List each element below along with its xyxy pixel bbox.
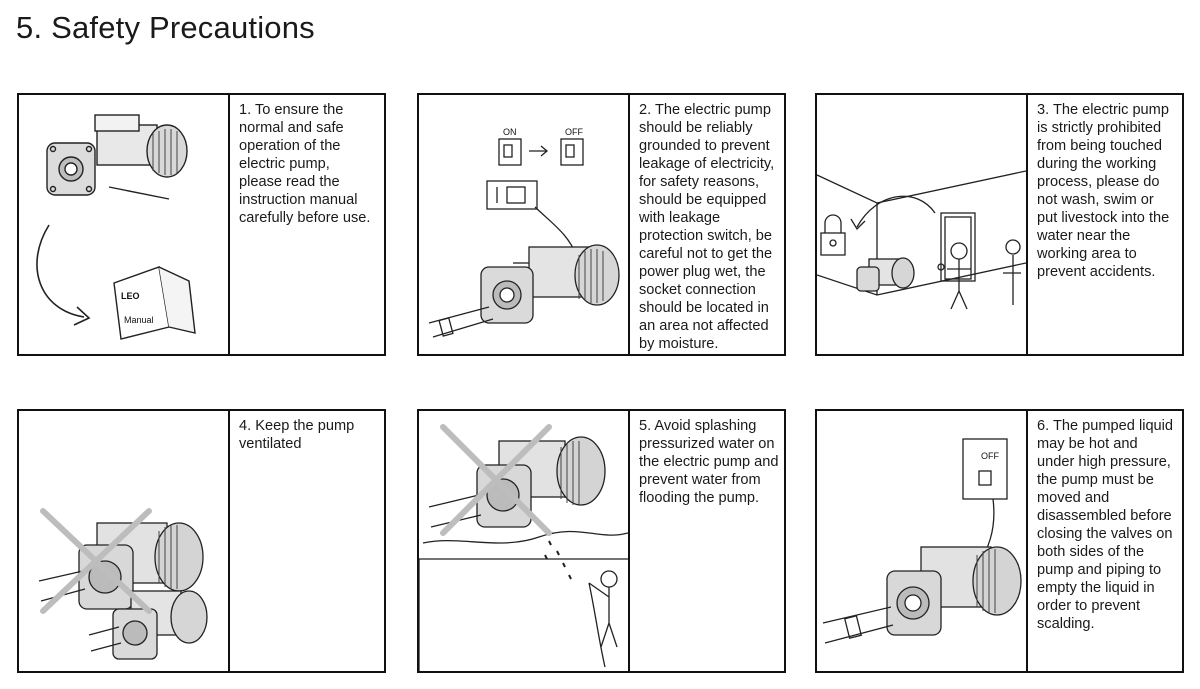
precaution-text-5: 5. Avoid splashing pressurized water on … — [639, 418, 779, 506]
manual-brand-text: LEO — [121, 291, 140, 301]
pump-and-manual-icon: LEO Manual — [19, 95, 230, 354]
precaution-text-6: 6. The pumped liquid may be hot and unde… — [1037, 418, 1174, 632]
precaution-panel-6: OFF 6. The pumped liquid may be hot and … — [815, 409, 1184, 673]
precaution-text-1: 1. To ensure the normal and safe operati… — [239, 102, 371, 226]
ventilated-pump-icon — [19, 411, 230, 671]
page-title: 5. Safety Precautions — [16, 10, 315, 45]
switch-off-label: OFF — [565, 127, 583, 137]
locked-pump-room-icon — [817, 95, 1028, 354]
precaution-panel-5: 5. Avoid splashing pressurized water on … — [417, 409, 786, 673]
precaution-text-2: 2. The electric pump should be reliably … — [639, 102, 775, 352]
precaution-panel-4: 4. Keep the pump ventilated — [17, 409, 386, 673]
manual-label-text: Manual — [124, 315, 154, 325]
splash-prohibited-icon — [419, 411, 630, 671]
precaution-text-3: 3. The electric pump is strictly prohibi… — [1037, 102, 1170, 280]
precaution-text-4: 4. Keep the pump ventilated — [239, 418, 355, 452]
switch-on-label: ON — [503, 127, 517, 137]
precaution-panel-3: 3. The electric pump is strictly prohibi… — [815, 93, 1184, 356]
power-off-pump-icon: OFF — [817, 411, 1028, 671]
precaution-panel-1: LEO Manual 1. To ensure the normal and s… — [17, 93, 386, 356]
switch-off-label: OFF — [981, 451, 999, 461]
switch-socket-pump-icon: ON OFF — [419, 95, 630, 354]
precaution-panel-2: ON OFF — [417, 93, 786, 356]
